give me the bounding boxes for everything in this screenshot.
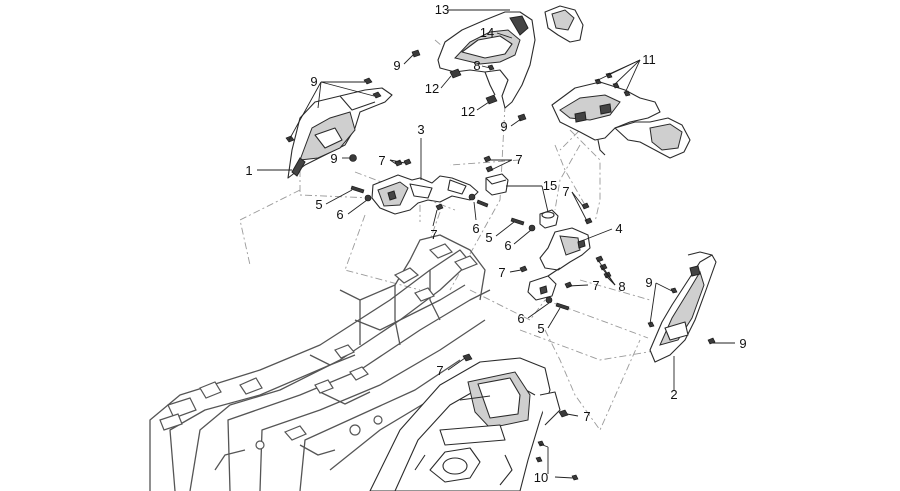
part-3-central-bracket [371,174,479,215]
callout-9: 9 [393,58,400,73]
callout-9: 9 [310,74,317,89]
callout-7: 7 [430,227,437,242]
callout-5: 5 [485,230,492,245]
hardware-fasteners [285,49,716,481]
callout-13: 13 [435,2,449,17]
part-1-left-side-panel [287,87,393,179]
callout-7: 7 [515,152,522,167]
callout-1: 1 [245,163,252,178]
callout-7: 7 [378,153,385,168]
callout-9: 9 [645,275,652,290]
callout-15: 15 [543,178,557,193]
callout-9: 9 [739,336,746,351]
callout-5: 5 [537,321,544,336]
part-4-right-bracket [527,227,591,301]
callout-12: 12 [461,104,475,119]
callout-11: 11 [642,52,656,67]
callout-4: 4 [615,221,622,236]
part-11-tail-light [551,81,691,159]
callout-5: 5 [315,197,322,212]
rear-undertray [369,357,561,491]
part-14-top-cover [544,5,584,43]
callout-9: 9 [500,119,507,134]
callout-6: 6 [517,311,524,326]
assembly-guide-lines [239,39,661,431]
callout-6: 6 [336,207,343,222]
callout-10: 10 [534,470,548,485]
callout-labels: 13 14 9 8 12 12 9 9 9 1 3 7 7 15 5 6 7 6… [245,2,746,485]
callout-9: 9 [330,151,337,166]
callout-7: 7 [498,265,505,280]
callout-3: 3 [417,122,424,137]
leader-lines [257,9,735,479]
callout-7: 7 [583,409,590,424]
callout-7: 7 [562,184,569,199]
part-15-rubber-block [485,173,559,229]
callout-12: 12 [425,81,439,96]
callout-6: 6 [504,238,511,253]
callout-2: 2 [670,387,677,402]
motorcycle-frame [149,234,491,491]
callout-8: 8 [473,58,480,73]
callout-7: 7 [592,278,599,293]
callout-8: 8 [618,279,625,294]
part-2-right-side-panel [649,251,717,363]
callout-7: 7 [436,363,443,378]
callout-6: 6 [472,221,479,236]
part-13-tail-cover [437,11,536,109]
callout-14: 14 [480,25,494,40]
